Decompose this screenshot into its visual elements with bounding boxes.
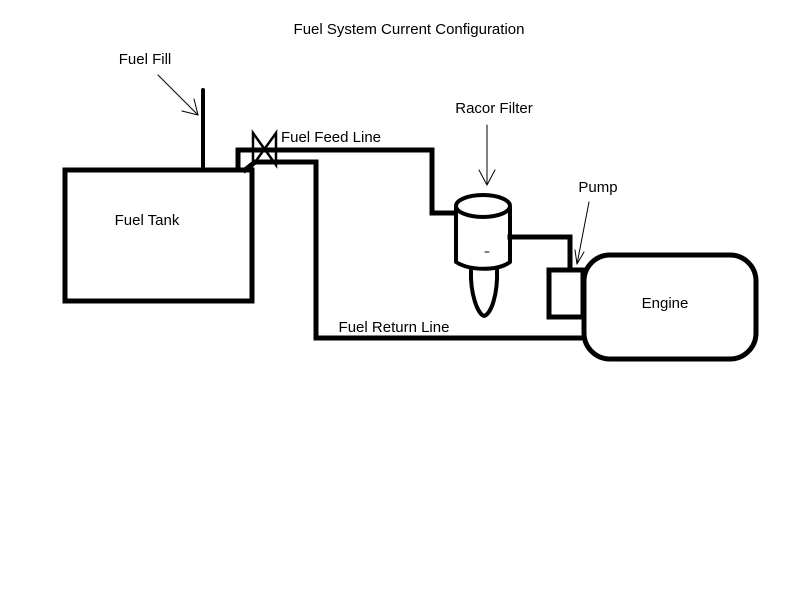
filter-cap xyxy=(454,193,512,219)
racor-filter-label: Racor Filter xyxy=(455,100,533,117)
diagram-title: Fuel System Current Configuration xyxy=(294,21,525,38)
fuel-feed-line xyxy=(235,147,455,216)
engine-label: Engine xyxy=(642,295,689,312)
pump-arrow xyxy=(574,201,590,265)
filter-body xyxy=(454,206,512,271)
racor-filter xyxy=(454,193,512,318)
fuel-tank-label: Fuel Tank xyxy=(115,212,180,229)
fuel-fill-label: Fuel Fill xyxy=(119,51,172,68)
filter-to-pump-line xyxy=(507,234,573,273)
racor-filter-arrow xyxy=(478,124,496,186)
fuel-fill-arrow xyxy=(157,74,199,116)
shutoff-valve-icon xyxy=(251,129,278,169)
fuel-feed-line-label: Fuel Feed Line xyxy=(281,129,381,146)
pump-label: Pump xyxy=(578,179,617,196)
fuel-tank xyxy=(62,167,255,304)
fuel-return-line-label: Fuel Return Line xyxy=(339,319,450,336)
pump xyxy=(546,267,586,320)
engine xyxy=(581,252,759,362)
fuel-return-line xyxy=(241,159,587,341)
filter-bowl xyxy=(468,267,500,318)
